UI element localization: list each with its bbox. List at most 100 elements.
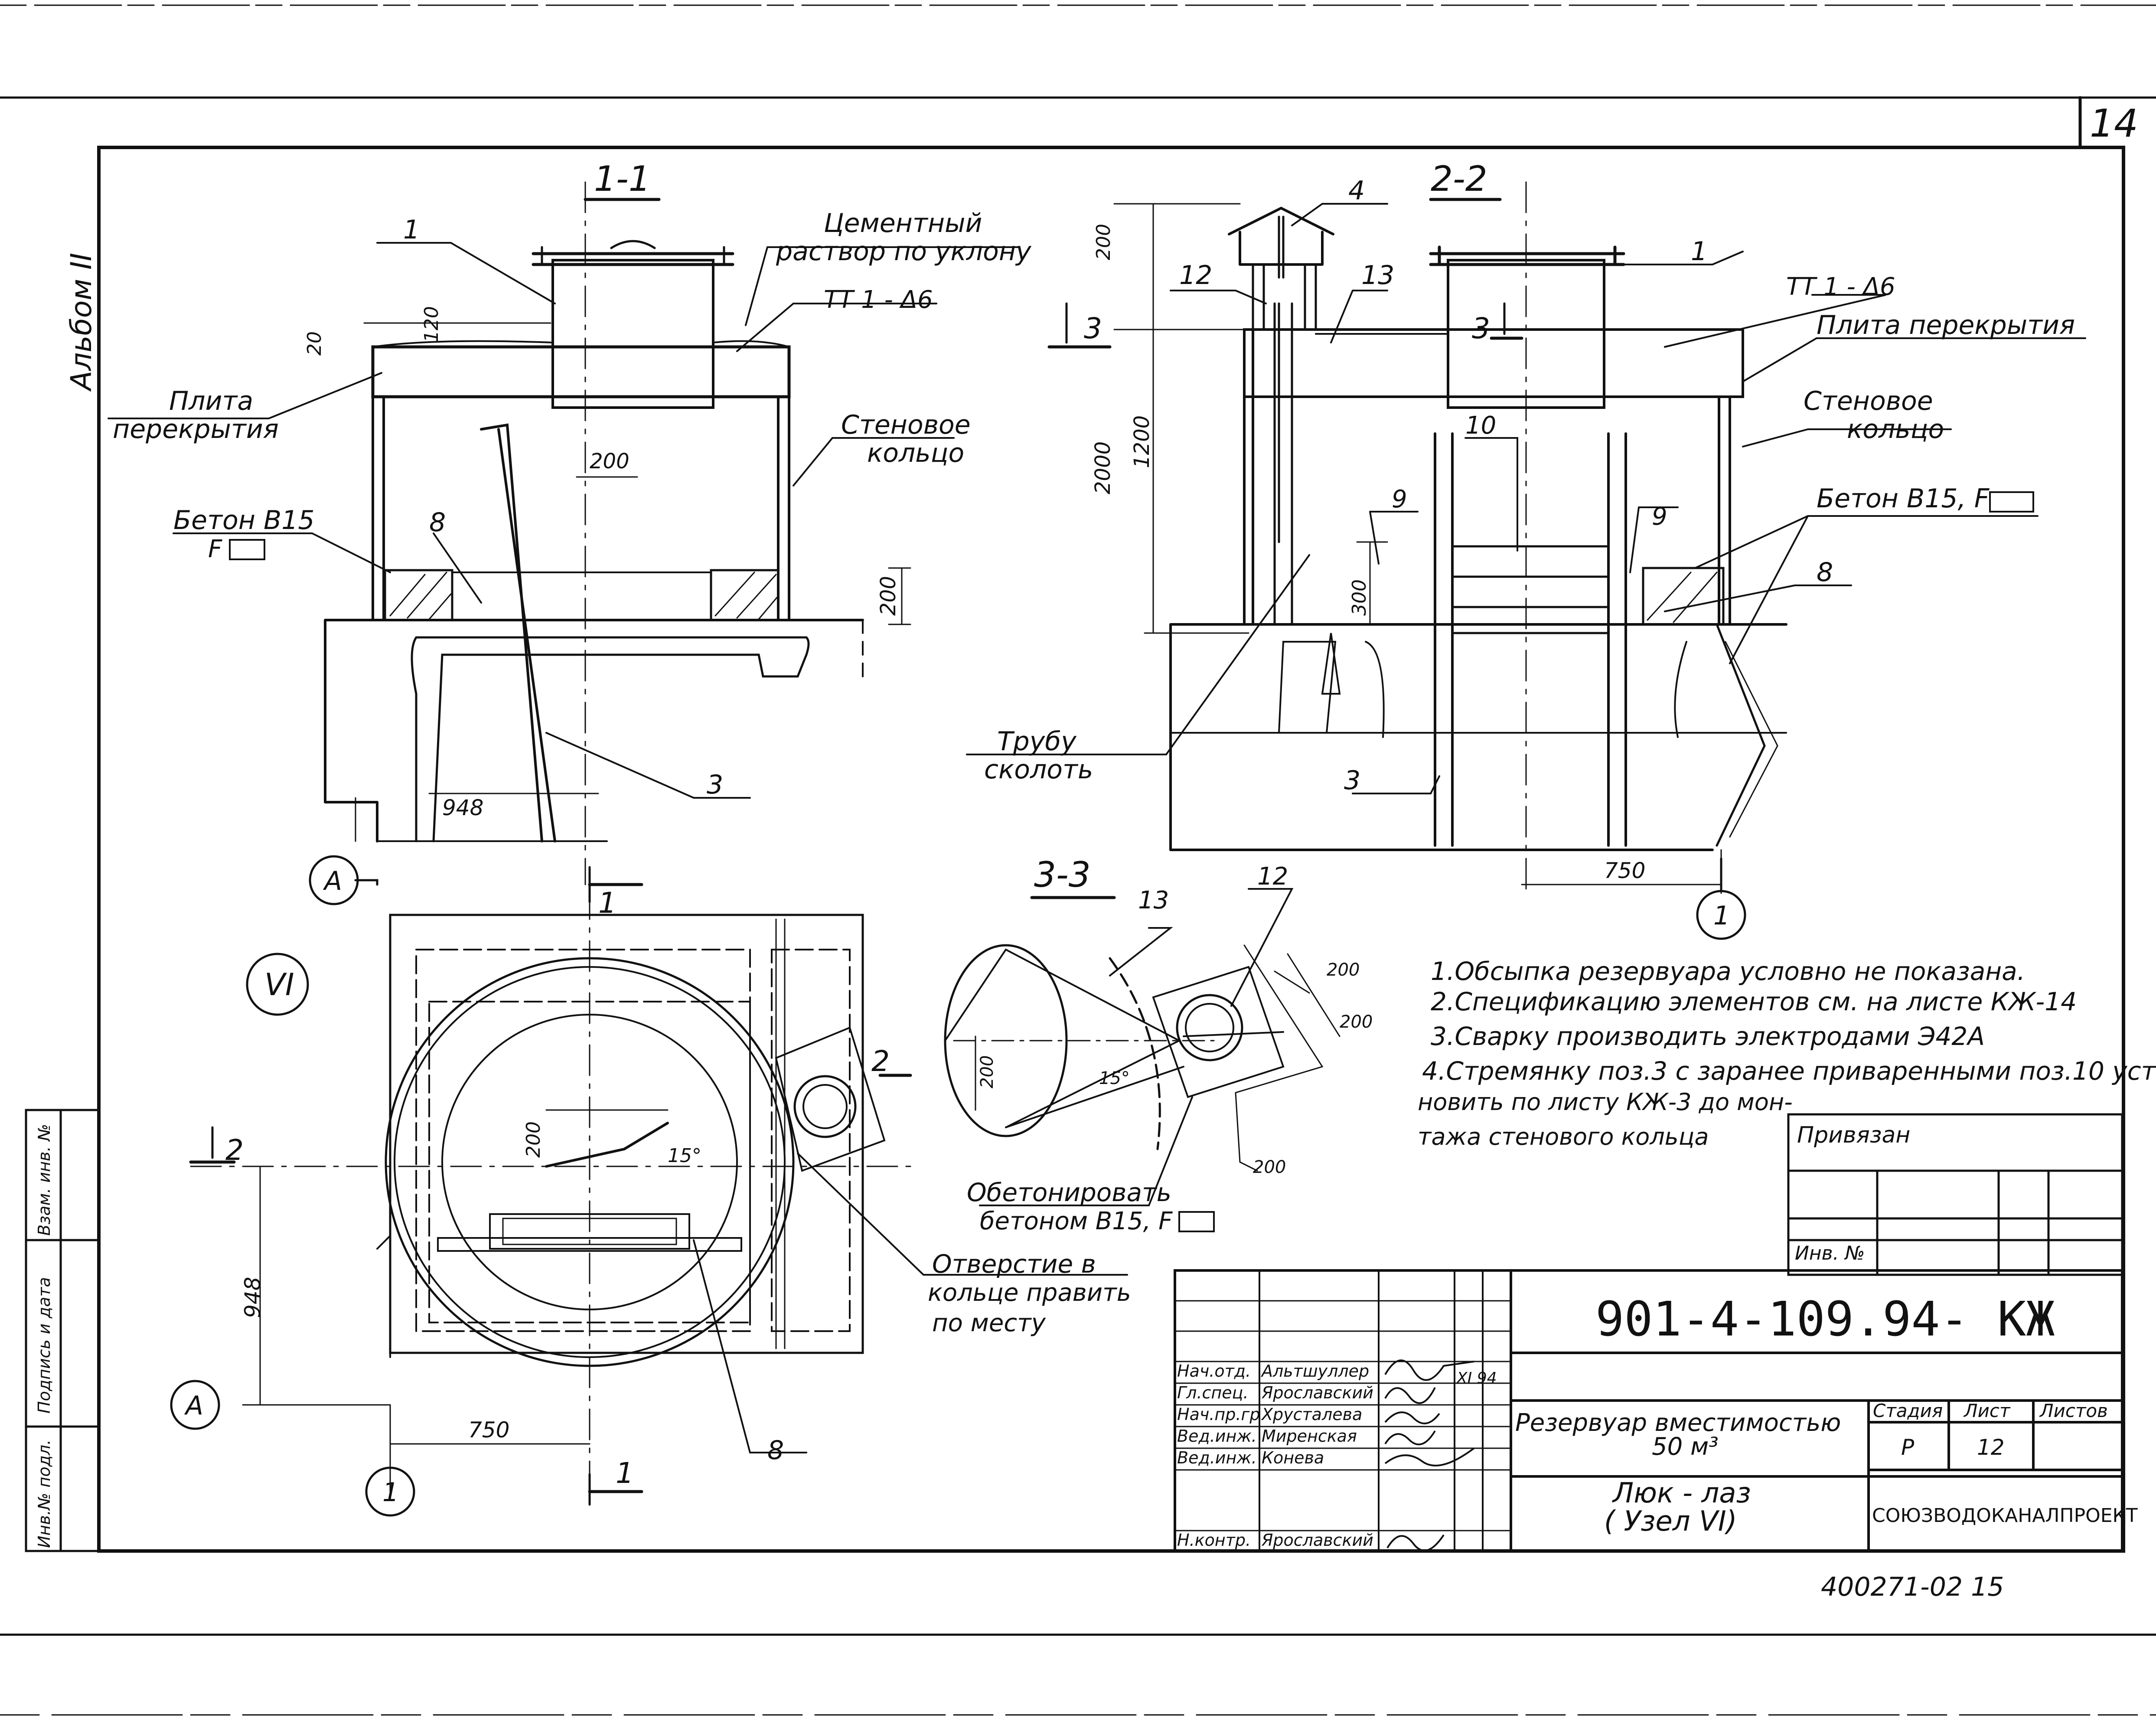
label-slab-1: Плита [169,386,253,416]
project-name-1: Резервуар вместимостью [1515,1409,1841,1437]
list-header: Лист [1963,1400,2011,1421]
note-5: новить по листу КЖ-3 до мон- [1418,1088,1793,1116]
sheet-number: 14 [2090,101,2138,146]
callout-1: 1 [403,215,420,245]
callout-4: 4 [1348,176,1365,206]
label-hole-2: кольце править [928,1279,1131,1307]
bottom-reference: 400271-02 15 [1821,1572,2004,1602]
lists-header: Листов [2039,1400,2108,1421]
dim-200-33d: 200 [1253,1157,1286,1177]
dim-300: 300 [1348,579,1370,616]
section-3-3 [944,888,1341,1206]
sheet-number-group: 14 [2090,101,2138,146]
cut-3-left: 3 [1084,312,1102,345]
organization: СОЮЗВОДОКАНАЛПРОЕКТ [1872,1505,2138,1527]
leaders-1-1 [108,242,1020,799]
callout-8-left: 8 [429,507,446,538]
label-concrete-2: F [208,535,222,563]
signatures [1384,1359,1475,1551]
label-hole-1: Отверстие в [932,1249,1096,1279]
cut-1-bottom: 1 [616,1456,634,1490]
drawing-frame [97,96,2125,1553]
callout-3-b: 3 [1344,765,1360,796]
dim-750-b: 750 [468,1417,509,1443]
label-slab-full: Плита перекрытия [1817,310,2075,340]
list-value: 12 [1977,1435,2005,1460]
label-fill-1: Обетонировать [967,1178,1171,1207]
callout-1-b: 1 [1691,236,1707,267]
cut-1-top: 1 [598,886,616,920]
binding-table [1787,1113,2123,1276]
stamp-inv-replace: Взам. инв. № [35,1124,54,1236]
callout-13-a: 13 [1361,260,1394,291]
note-6: тажа стенового кольца [1418,1123,1709,1150]
stamp-inv-orig: Инв.№ подл. [35,1440,54,1548]
dim-948-a: 948 [442,795,483,820]
note-3: 3.Сварку производить электродами Э42А [1431,1022,1985,1051]
staff-role-3: Нач.пр.гр [1177,1405,1260,1424]
binding-inv: Инв. № [1795,1242,1865,1264]
staff-role-1: Нач.отд. [1177,1362,1251,1381]
callout-9-b: 9 [1652,503,1667,531]
dim-200-plan: 200 [522,1121,545,1158]
view-title-1-1: 1-1 [594,159,651,199]
view-title-3-3: 3-3 [1034,855,1091,895]
stage-header: Стадия [1873,1400,1943,1421]
view-title-2-2: 2-2 [1431,159,1487,199]
staff-name-2: Ярославский [1261,1383,1373,1402]
label-concrete-1: Бетон В15 [173,505,315,535]
control-role: Н.контр. [1177,1531,1251,1550]
staff-role-5: Вед.инж. [1177,1448,1257,1467]
control-name: Ярославский [1261,1531,1373,1550]
section-2-2 [1047,181,1787,894]
label-ring-2: кольцо [867,438,964,468]
sheet-name-2: ( Узел VI) [1604,1505,1737,1538]
dim-750-a: 750 [1604,858,1645,883]
label-cement-1: Цементный [824,208,982,238]
axis-markers [170,855,1746,1517]
node-marker: VI [264,967,294,1002]
axis-1-bottom: 1 [382,1477,399,1508]
label-fill-2: бетоном В15, F [980,1207,1173,1235]
binding-title: Привязан [1797,1122,1910,1148]
sheet-name-1: Люк - лаз [1612,1477,1751,1509]
staff-role-4: Вед.инж. [1177,1427,1257,1446]
staff-role-2: Гл.спец. [1177,1383,1249,1402]
note-2: 2.Спецификацию элементов см. на листе КЖ… [1431,987,2077,1016]
label-ring-1-b: Стеновое [1804,386,1933,416]
callout-10: 10 [1465,411,1496,440]
cut-2-right: 2 [871,1045,890,1078]
side-stamp [25,1109,100,1552]
dim-120: 120 [421,306,443,343]
callout-3-left: 3 [707,770,723,800]
label-slab-2: перекрытия [113,414,279,444]
cut-3-right: 3 [1472,312,1490,345]
staff-name-1: Альтшуллер [1260,1362,1369,1381]
frost-grade-box-c [1178,1211,1215,1232]
dim-200-a: 200 [590,449,630,473]
callout-8-b: 8 [1817,557,1833,588]
label-ring-1: Стеновое [841,410,971,440]
staff-name-3: Хрусталева [1261,1405,1362,1424]
dim-2000: 2000 [1091,441,1115,494]
label-tt: ТТ 1 - Δ6 [824,286,933,314]
label-ring-2-b: кольцо [1847,414,1944,444]
label-concrete-full: Бетон В15, F [1817,483,1990,514]
dim-200-33a: 200 [1327,960,1360,980]
label-hole-3: по месту [932,1309,1046,1337]
frost-grade-box-b [1989,491,2034,513]
label-tt-b: ТТ 1 - Δ6 [1786,273,1895,301]
dim-948-b: 948 [240,1277,265,1318]
drawing-code: 901-4-109.94- КЖ [1595,1291,2055,1347]
axis-a-left: А [184,1391,203,1421]
staff-name-4: Миренская [1262,1427,1357,1446]
callout-9-a: 9 [1392,485,1407,513]
dim-15-plan: 15° [668,1145,701,1167]
section-1-1 [324,181,911,885]
dim-200-33c: 200 [977,1055,997,1088]
date-mark: XI 94 [1456,1369,1497,1387]
note-4: 4.Стремянку поз.3 с заранее приваренными… [1422,1056,2156,1086]
album-label: Альбом II [65,253,98,392]
dim-15-33: 15° [1099,1068,1130,1088]
